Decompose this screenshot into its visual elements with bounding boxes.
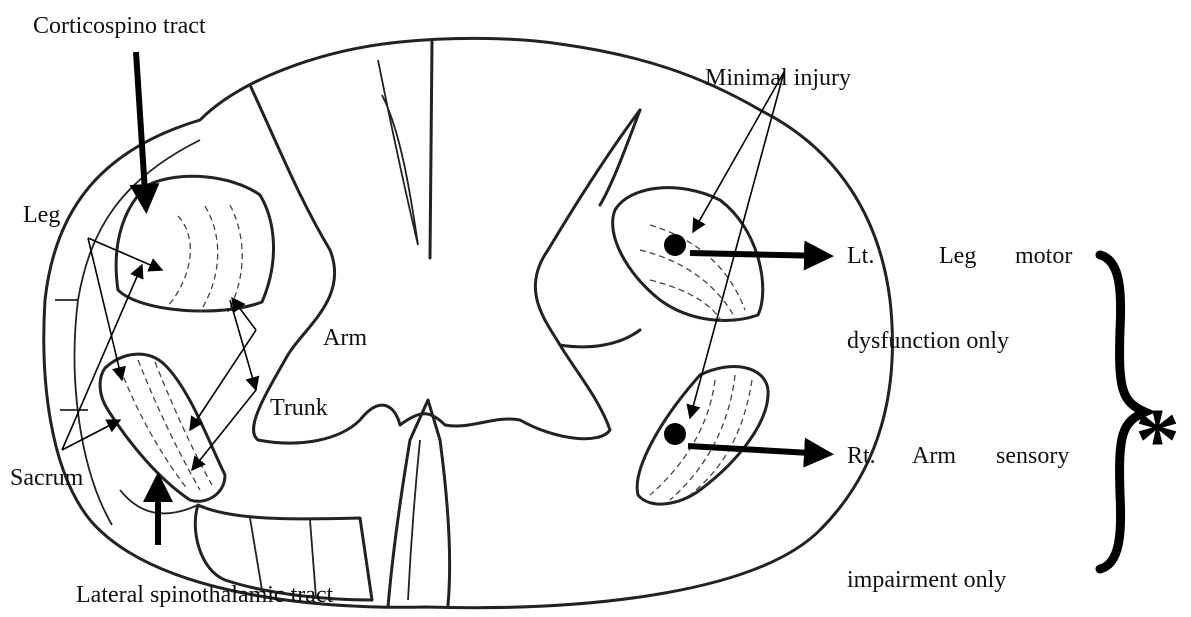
minimal-injury-label: Minimal injury <box>705 65 851 91</box>
right-lateral-line <box>560 330 640 347</box>
ventral-tract-div-1 <box>250 518 262 590</box>
sacrum-arrow-2 <box>62 420 120 450</box>
leg-label: Leg <box>23 202 60 228</box>
arm-sensory-line-2: impairment only <box>847 567 1006 593</box>
trunk-arrow-3 <box>192 390 256 470</box>
lct-lamination-3 <box>228 205 242 312</box>
injury-dot-arm <box>664 423 686 445</box>
arm-sensory-word-1: Rt. <box>847 443 876 469</box>
arm-sensory-word-2: Arm <box>912 443 956 469</box>
lst-lamination-3 <box>155 362 212 485</box>
lct-lamination-2 <box>200 206 218 312</box>
rst-lamination-3 <box>690 380 752 495</box>
dorsal-median-septum <box>430 42 432 258</box>
lateral-spinothalamic-label: Lateral spinothalamic tract <box>76 582 334 608</box>
dorsal-column <box>378 60 418 245</box>
asterisk-mark: * <box>1135 391 1180 490</box>
trunk-arrow-2 <box>190 330 256 430</box>
sacrum-label: Sacrum <box>10 465 84 491</box>
injury-dot-leg <box>664 234 686 256</box>
lst-lamination-1 <box>120 368 188 490</box>
leg-motor-word-1: Lt. <box>847 243 874 269</box>
arm-sensory-word-3: sensory <box>996 443 1069 469</box>
minimal-injury-arrow-1 <box>693 72 784 232</box>
spinal-cord-outline <box>44 38 893 607</box>
left-spinothalamic-region <box>100 354 225 501</box>
anterior-median-fissure <box>388 400 450 607</box>
arm-label: Arm <box>323 325 367 351</box>
leg-motor-word-2: Leg <box>939 243 976 269</box>
lst-lamination-2 <box>138 360 200 490</box>
right-spinothalamic-region <box>637 367 768 504</box>
corticospinal-label: Corticospino tract <box>33 13 206 39</box>
corticospinal-arrow <box>136 52 146 208</box>
trunk-label: Trunk <box>270 395 328 421</box>
leg-arrow-1 <box>88 238 162 270</box>
leg-motor-arrow <box>690 253 828 256</box>
trunk-arrow-1 <box>232 298 256 330</box>
lct-lamination-1 <box>168 216 190 306</box>
anterior-fissure-inner <box>408 440 420 600</box>
gray-matter <box>250 85 640 443</box>
leg-motor-word-3: motor <box>1015 243 1072 269</box>
left-corticospinal-region <box>116 176 273 311</box>
leg-motor-line-2: dysfunction only <box>847 328 1009 354</box>
